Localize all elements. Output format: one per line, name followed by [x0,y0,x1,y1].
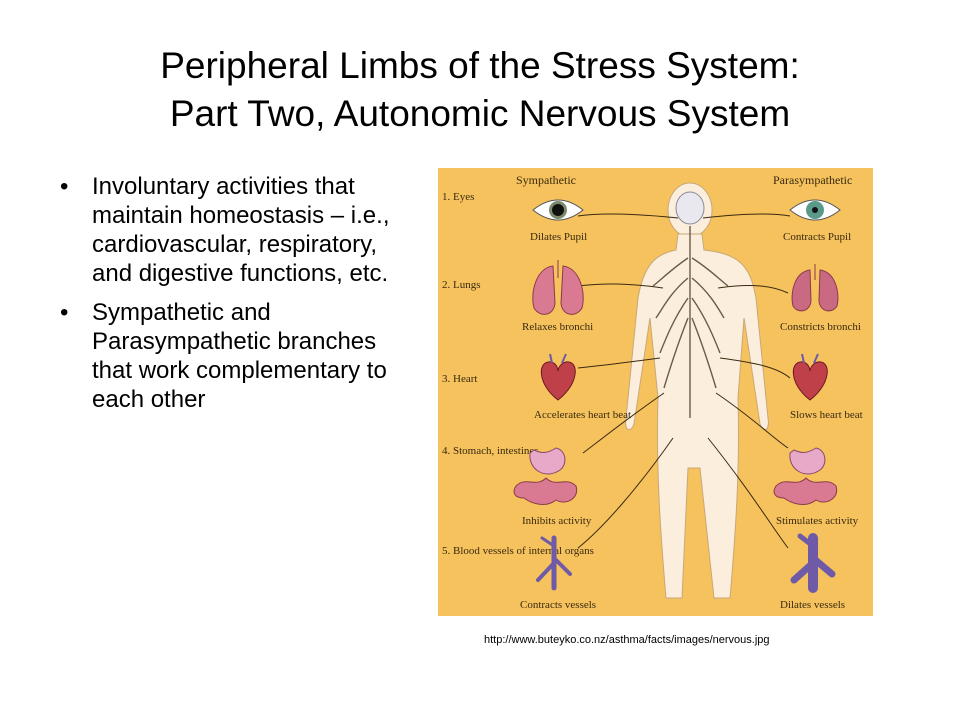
spinal-nerves [652,226,729,418]
bullet-text: Involuntary activities that maintain hom… [92,173,390,287]
slide-title: Peripheral Limbs of the Stress System: P… [60,42,900,138]
diagram-svg: Sympathetic Parasympathetic [442,173,863,611]
header-sympathetic: Sympathetic [516,173,576,187]
effect-dilates-pupil: Dilates Pupil [530,231,587,243]
bullet-glyph: • [60,299,69,326]
bullet-glyph: • [60,173,69,200]
nerve-arrows [577,213,791,549]
eye-icon-right [789,199,841,221]
organ-label-heart: 3. Heart [442,373,477,385]
brain-shape [675,191,705,225]
title-line-2: Part Two, Autonomic Nervous System [169,93,791,134]
heart-icon-left [540,353,576,401]
blood-vessel-icon-right [790,533,836,593]
bullet-list: • Involuntary activities that maintain h… [60,172,390,424]
lungs-icon-right [791,264,839,312]
effect-contracts-pupil: Contracts Pupil [783,231,851,243]
nervous-system-diagram: Sympathetic Parasympathetic [438,168,873,616]
stomach-icon-left [513,447,578,505]
human-body-figure [625,182,769,599]
effect-relaxes-bronchi: Relaxes bronchi [522,321,593,333]
organ-label-lungs: 2. Lungs [442,279,481,291]
organ-label-stomach: 4. Stomach, intestines [442,445,539,457]
effect-accelerates-heart-beat: Accelerates heart beat [534,409,631,421]
heart-icon-right [792,353,828,401]
effect-stimulates-activity: Stimulates activity [776,515,859,527]
effect-slows-heart-beat: Slows heart beat [790,409,863,421]
blood-vessel-icon-left [536,535,572,591]
effect-inhibits-activity: Inhibits activity [522,515,592,527]
organ-label-eyes: 1. Eyes [442,191,474,203]
effect-dilates-vessels: Dilates vessels [780,599,845,611]
organ-label-vessels: 5. Blood vessels of internal organs [442,545,594,557]
eye-icon-left [532,199,584,221]
title-line-1: Peripheral Limbs of the Stress System: [160,45,800,86]
bullet-item: • Involuntary activities that maintain h… [60,172,390,288]
bullet-text: Sympathetic and Parasympathetic branches… [92,299,387,413]
effect-contracts-vessels: Contracts vessels [520,599,596,611]
effect-constricts-bronchi: Constricts bronchi [780,321,861,333]
bullet-item: • Sympathetic and Parasympathetic branch… [60,298,390,414]
lungs-icon-left [532,260,584,315]
stomach-icon-right [773,447,838,505]
header-parasympathetic: Parasympathetic [773,173,852,187]
image-source-caption: http://www.buteyko.co.nz/asthma/facts/im… [484,634,770,646]
